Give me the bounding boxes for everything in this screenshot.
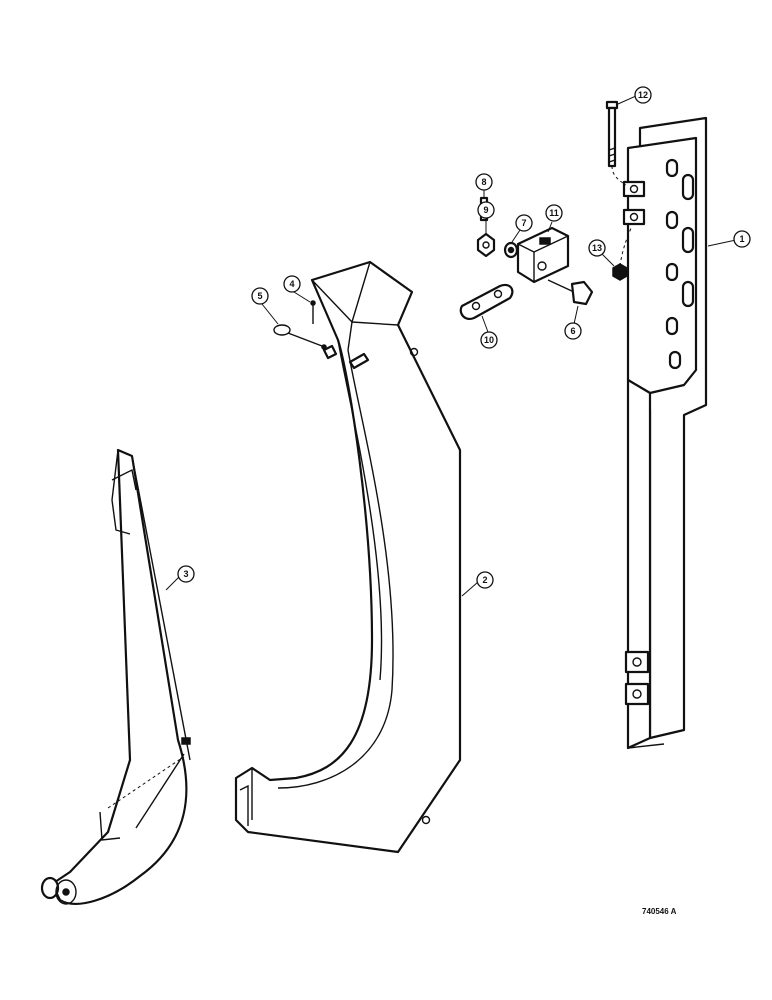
block-part-11 — [516, 226, 570, 284]
callout-12: 12 — [634, 86, 652, 104]
svg-text:4: 4 — [289, 279, 294, 289]
pin-part-4 — [310, 300, 316, 324]
part-3-shoe — [40, 448, 191, 905]
drawing-reference-number: 740546 A — [642, 907, 677, 916]
svg-text:1: 1 — [739, 234, 744, 244]
bolt-part-12 — [605, 100, 627, 186]
callout-6: 6 — [564, 322, 582, 340]
svg-text:2: 2 — [482, 575, 487, 585]
svg-text:6: 6 — [570, 326, 575, 336]
callout-1: 1 — [733, 230, 751, 248]
svg-text:11: 11 — [549, 208, 559, 218]
svg-text:12: 12 — [638, 90, 648, 100]
part-1-shank — [622, 116, 708, 750]
nut-part-13 — [612, 225, 633, 281]
svg-text:13: 13 — [592, 243, 602, 253]
part-2-body — [234, 260, 462, 854]
washer-part-7 — [503, 241, 519, 259]
callout-8: 8 — [475, 173, 493, 191]
callout-2: 2 — [476, 571, 494, 589]
callout-11: 11 — [545, 204, 563, 222]
callout-13: 13 — [588, 239, 606, 257]
svg-text:5: 5 — [257, 291, 262, 301]
plate-part-10 — [459, 283, 514, 320]
callout-7: 7 — [515, 214, 533, 232]
svg-text:10: 10 — [484, 335, 494, 345]
lower-mounting-lugs — [624, 650, 650, 706]
callout-5: 5 — [251, 287, 269, 305]
callout-3: 3 — [177, 565, 195, 583]
callout-leaders — [165, 95, 737, 597]
svg-text:8: 8 — [481, 177, 486, 187]
upper-mounting-lugs — [622, 180, 646, 226]
shank-holes — [665, 158, 695, 370]
callout-9: 9 — [477, 201, 495, 219]
svg-text:7: 7 — [521, 218, 526, 228]
nut-part-9 — [476, 232, 496, 258]
callout-4: 4 — [283, 275, 301, 293]
svg-text:3: 3 — [183, 569, 188, 579]
svg-text:9: 9 — [483, 205, 488, 215]
clip-part-5 — [273, 324, 327, 350]
callout-10: 10 — [480, 331, 498, 349]
bolt-part-6 — [547, 279, 594, 306]
